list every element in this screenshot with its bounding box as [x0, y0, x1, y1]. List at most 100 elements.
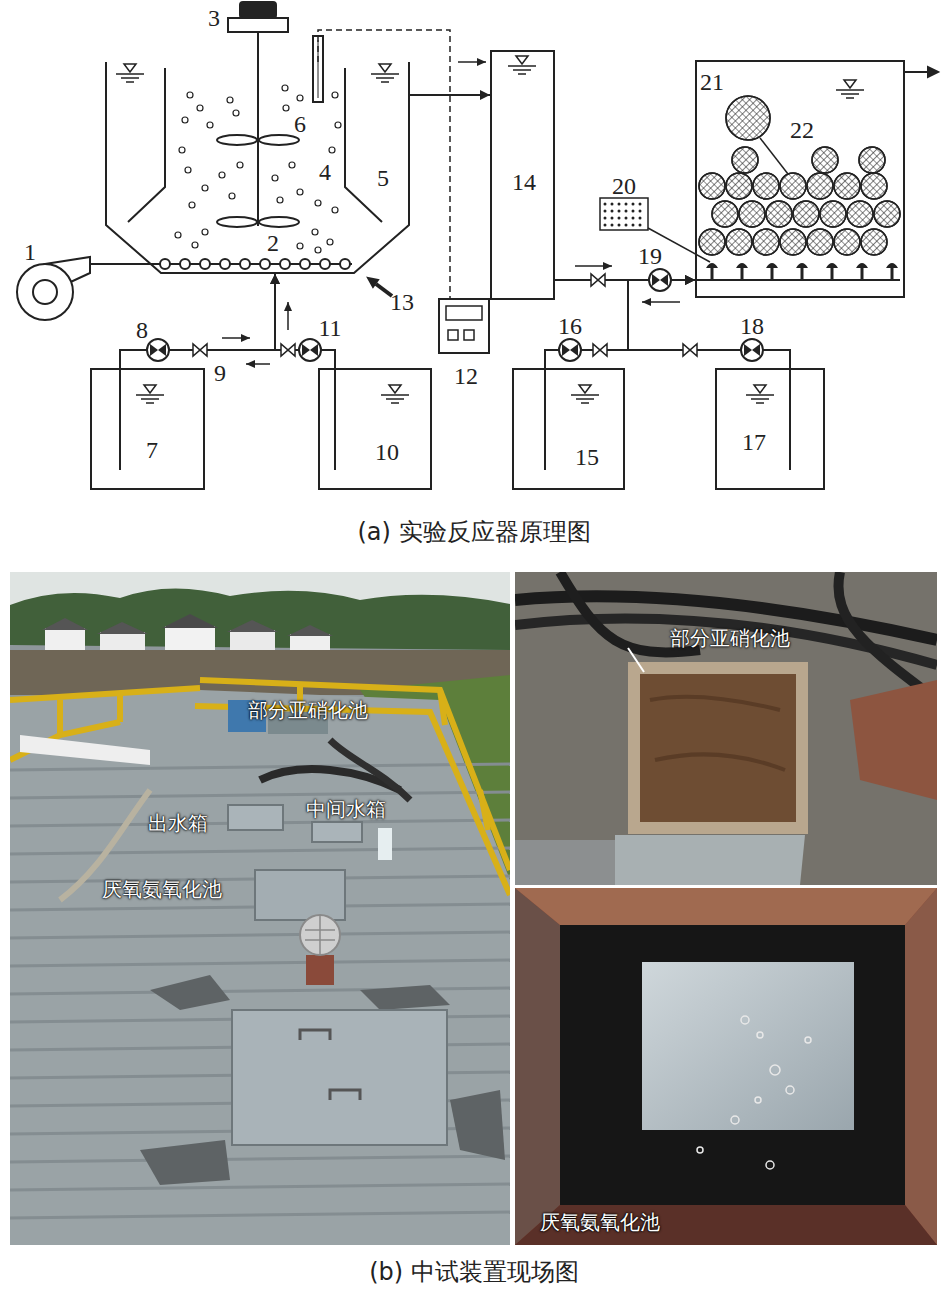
carrier — [861, 229, 887, 255]
site-photo — [10, 764, 510, 770]
water-level — [513, 69, 531, 71]
dosing-tank: 17 — [715, 368, 825, 490]
site-photo — [10, 690, 510, 1245]
valve-symbol — [591, 274, 605, 286]
bubbles — [312, 229, 318, 235]
carrier — [807, 173, 833, 199]
dip-pipe — [928, 67, 938, 77]
site-photo — [10, 572, 510, 1245]
impeller — [217, 135, 299, 227]
motor — [228, 2, 288, 226]
bubbles — [297, 243, 303, 249]
water-level — [846, 97, 854, 99]
callout-number: 13 — [390, 289, 414, 315]
callout-number: 5 — [377, 165, 389, 191]
photo-label: 部分亚硝化池 — [670, 627, 790, 649]
aeration-pipe — [300, 259, 310, 269]
sensor — [376, 284, 392, 296]
carrier — [807, 229, 833, 255]
figure-caption: (a) 实验反应器原理图 — [357, 519, 590, 545]
anammox-photo — [757, 1032, 763, 1038]
impeller — [259, 217, 299, 227]
diffuser-plate — [604, 203, 607, 206]
site-photo — [42, 618, 88, 630]
pump-symbol — [147, 339, 169, 361]
dip-pipe — [544, 368, 546, 470]
aeration-pipe — [160, 259, 170, 269]
partial-nitritation-photo — [628, 648, 644, 672]
pump-symbol — [158, 344, 166, 356]
bubbles — [179, 147, 185, 153]
bubbles — [207, 122, 213, 128]
site-photo — [378, 828, 392, 860]
carrier — [712, 201, 738, 227]
bubbles — [182, 117, 188, 123]
pump-symbol — [752, 344, 760, 356]
site-photo — [255, 870, 345, 920]
water-level — [386, 398, 404, 400]
callout-number: 17 — [742, 430, 766, 454]
dip-pipe — [789, 368, 791, 470]
diffuser-plate — [611, 224, 614, 227]
carrier — [847, 201, 873, 227]
site-photo — [450, 1090, 505, 1160]
pipe-connector — [480, 90, 490, 100]
diffuser-plate — [611, 203, 614, 206]
diffuser-plate — [886, 263, 898, 268]
pump-symbol — [559, 339, 581, 361]
carrier — [820, 201, 846, 227]
water-level — [144, 385, 156, 393]
water-level — [141, 398, 159, 400]
flow-arrow — [284, 302, 292, 311]
callout-number: 14 — [512, 170, 536, 194]
site-photo — [200, 680, 510, 870]
valve-symbol — [193, 344, 207, 356]
carrier-detail — [760, 138, 788, 174]
controller-panel — [448, 330, 458, 340]
diffuser-plate — [639, 217, 642, 220]
site-photo — [10, 1212, 510, 1218]
diffuser-plate — [891, 268, 894, 280]
baffle — [128, 68, 165, 222]
anammox-photo — [731, 1116, 739, 1124]
controller-panel — [464, 330, 474, 340]
callout-number: 20 — [612, 173, 636, 199]
water-level — [576, 398, 594, 400]
site-photo — [10, 764, 510, 1218]
dosing-tank: 10 — [318, 368, 432, 490]
bubbles — [332, 92, 338, 98]
callout-number: 15 — [575, 445, 599, 469]
bubbles — [197, 105, 203, 111]
bubbles — [202, 229, 208, 235]
water-level — [518, 73, 526, 75]
water-level — [746, 394, 774, 396]
pump-symbol — [562, 344, 570, 356]
aeration-pipe — [320, 259, 330, 269]
carrier — [699, 147, 900, 255]
controller-box: 12 — [438, 298, 490, 354]
carrier — [766, 201, 792, 227]
valve-symbol — [593, 344, 607, 356]
bubbles — [192, 242, 198, 248]
carrier-detail — [726, 96, 770, 140]
partial-nitritation-photo — [515, 572, 937, 885]
bubbles — [289, 162, 295, 168]
pump-symbol — [150, 344, 158, 356]
site-photo — [230, 630, 275, 652]
diffuser-plate — [826, 263, 838, 268]
flow-arrow — [575, 262, 612, 270]
blower — [17, 257, 90, 320]
carrier — [861, 173, 887, 199]
carrier — [793, 201, 819, 227]
diffuser-plate — [861, 268, 864, 280]
diffuser-plate — [856, 263, 868, 268]
pump-symbol — [741, 339, 763, 361]
site-photo — [306, 955, 334, 985]
anammox-reactor: 22 — [695, 60, 905, 298]
site-photo — [100, 632, 145, 652]
carrier — [712, 201, 738, 227]
carrier — [859, 147, 885, 173]
site-photo — [10, 680, 510, 895]
diffuser-plate — [771, 268, 774, 280]
diffuser-plate — [625, 224, 628, 227]
